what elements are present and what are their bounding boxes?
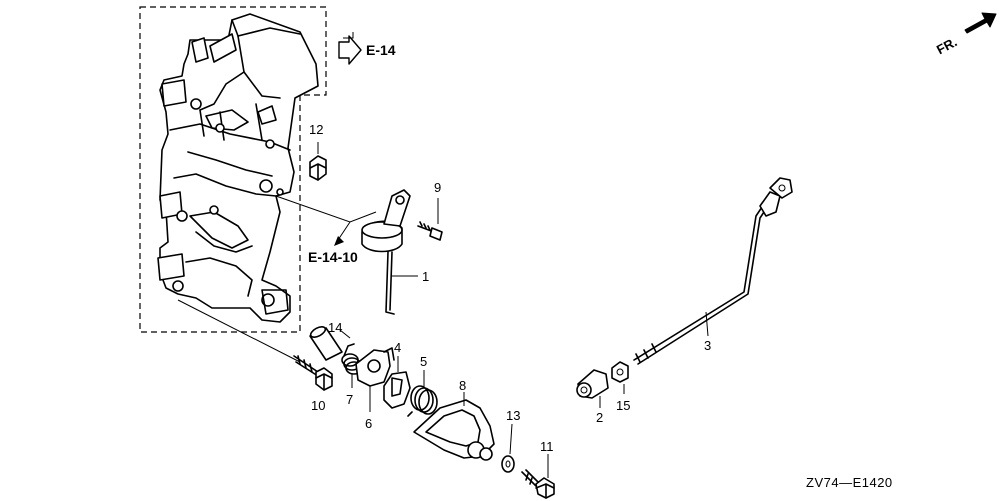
bracket-hole-5 xyxy=(176,210,188,222)
reference-arrow-shadow xyxy=(343,32,354,39)
callout-15: 15 xyxy=(616,398,630,413)
reference-arrow-icon xyxy=(338,35,362,65)
bracket-top-edge xyxy=(231,19,301,37)
bracket-left-tab-lower xyxy=(157,253,185,281)
bracket-hole-7 xyxy=(172,280,184,292)
bracket-hole-1 xyxy=(190,98,202,110)
bracket-inner-edge xyxy=(237,35,281,99)
part-2-rod-end-joint xyxy=(576,369,609,408)
bracket-rib-3 xyxy=(173,173,277,197)
front-direction-arrow-icon xyxy=(964,12,997,34)
bracket-lower-foot xyxy=(261,289,289,315)
part-14-collar xyxy=(309,326,351,361)
part-3-throttle-rod xyxy=(633,177,793,365)
bracket-hole-6 xyxy=(209,205,219,215)
callout-6: 6 xyxy=(365,416,372,431)
drawing-code: ZV74—E1420 xyxy=(806,475,893,490)
bracket-hole-8 xyxy=(261,293,275,307)
part-8-throttle-arm xyxy=(413,392,495,461)
bracket-left-tab-upper xyxy=(161,79,187,107)
callout-8: 8 xyxy=(459,378,466,393)
part-11-flange-bolt xyxy=(521,454,555,499)
bracket-pocket-lip xyxy=(195,231,253,253)
callout-11: 11 xyxy=(540,439,554,454)
part-4-cam-plate xyxy=(383,356,411,409)
callout-3: 3 xyxy=(704,338,711,353)
reference-e14-label: E-14 xyxy=(366,42,396,58)
bracket-mid-lug xyxy=(257,105,277,125)
bracket-hole-9 xyxy=(265,139,275,149)
callout-7: 7 xyxy=(346,392,353,407)
part-6-lever xyxy=(355,347,395,412)
part-1-rod-linkage xyxy=(361,189,418,315)
front-direction-label: FR. xyxy=(934,34,960,57)
reference-e14-10-pointer xyxy=(337,221,351,241)
bracket-rib-1 xyxy=(169,123,291,151)
callout-5: 5 xyxy=(420,354,427,369)
callout-labels: 1 2 3 4 5 6 7 8 9 10 11 12 13 14 15 xyxy=(309,122,711,454)
bracket-upper-pocket xyxy=(205,109,249,131)
part-10-long-bolt xyxy=(177,299,333,391)
part-9-screw xyxy=(417,198,443,241)
callout-9: 9 xyxy=(434,180,441,195)
bracket-hole-3 xyxy=(259,179,273,193)
front-direction-indicator: FR. xyxy=(934,12,997,57)
callout-4: 4 xyxy=(394,340,401,355)
reference-e14-10-label: E-14-10 xyxy=(308,249,358,265)
part-15-nut xyxy=(611,361,629,394)
bracket-top-rib xyxy=(209,33,237,63)
bracket-rib-2 xyxy=(187,151,273,177)
part-12-nut-cap xyxy=(309,142,327,181)
reference-e14-10-arrowhead-icon xyxy=(334,236,344,246)
callout-10: 10 xyxy=(311,398,325,413)
bracket-hole-2 xyxy=(215,123,225,133)
bracket-plate xyxy=(157,13,319,323)
bracket-lower-rib xyxy=(185,257,253,297)
bracket-hole-4 xyxy=(276,188,284,196)
bracket-diag-edge xyxy=(199,71,245,111)
part-5-torsion-spring xyxy=(407,370,438,417)
reference-e14: E-14 xyxy=(338,32,396,65)
reference-e14-10-leader xyxy=(275,195,377,223)
callout-13: 13 xyxy=(506,408,520,423)
callout-2: 2 xyxy=(596,410,603,425)
callout-12: 12 xyxy=(309,122,323,137)
bracket-top-boss xyxy=(191,37,209,63)
callout-1: 1 xyxy=(422,269,429,284)
callout-14: 14 xyxy=(328,320,342,335)
reference-e14-10: E-14-10 xyxy=(275,195,377,265)
part-13-washer xyxy=(501,423,515,473)
